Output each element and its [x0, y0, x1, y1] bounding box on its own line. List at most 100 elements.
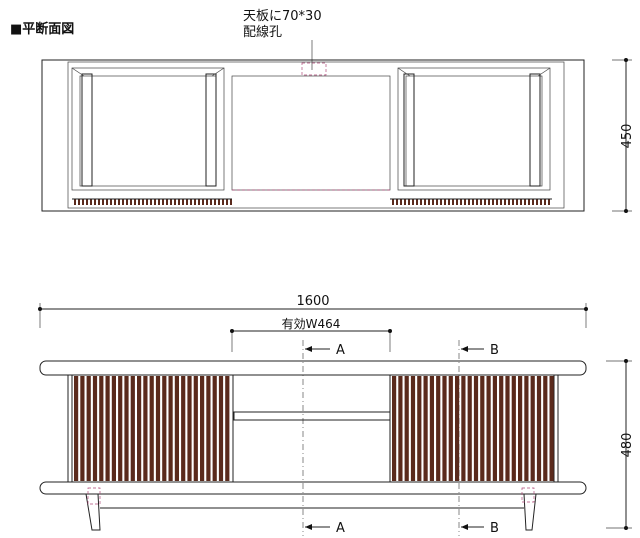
section-b-bottom-arrowhead [461, 524, 468, 530]
plan-slat-tick [118, 199, 120, 205]
slat [130, 376, 135, 481]
slat [530, 376, 535, 481]
plan-slat-tick [396, 199, 398, 205]
plan-slat-tick [496, 199, 498, 205]
plan-right-corner-b [537, 67, 551, 77]
slat [99, 376, 104, 481]
slat [436, 376, 441, 481]
plan-slat-tick [544, 199, 546, 205]
plan-slat-tick [472, 199, 474, 205]
plan-slat-tick [186, 199, 188, 205]
section-a-bottom-label: A [336, 521, 345, 536]
slat [92, 376, 98, 481]
slat [473, 376, 479, 481]
overall-width-dimension: 1600 [38, 294, 588, 328]
slat [187, 376, 192, 481]
plan-slat-tick [416, 199, 418, 205]
plan-slat-tick [436, 199, 438, 205]
plan-slat-tick [190, 199, 192, 205]
plan-slat-tick [456, 199, 458, 205]
plan-slat-tick [548, 199, 550, 205]
plan-slat-tick [226, 199, 228, 205]
annotation-line1: 天板に70*30 [243, 9, 322, 24]
plan-slat-tick [400, 199, 402, 205]
depth-dimension: 450 [612, 58, 635, 213]
slat [549, 376, 554, 481]
height-dimension: 480 [606, 359, 635, 530]
slat [218, 376, 224, 481]
plan-slat-tick [448, 199, 450, 205]
plan-slat-tick [404, 199, 406, 205]
plan-slat-tick [484, 199, 486, 205]
slat [118, 376, 123, 481]
plan-slat-tick [94, 199, 96, 205]
height-dot-top [624, 359, 628, 363]
slat [448, 376, 453, 481]
plan-slat-tick [106, 199, 108, 205]
plan-slat-tick [488, 199, 490, 205]
plan-slat-tick [512, 199, 514, 205]
slat [155, 376, 161, 481]
plan-slat-tick [214, 199, 216, 205]
elevation-top-board [39, 360, 587, 376]
slat [86, 376, 91, 481]
slat [181, 376, 186, 481]
wiring-hole [301, 62, 327, 76]
leg-right-hidden [521, 487, 535, 503]
slat [442, 376, 447, 481]
slat [492, 376, 497, 481]
annotation-line2: 配線孔 [243, 24, 282, 40]
plan-slat-tick [206, 199, 208, 205]
plan-slat-tick [198, 199, 200, 205]
plan-right-cabinet-inner [405, 75, 543, 187]
overall-width-dot-left [38, 307, 42, 311]
plan-slat-tick [480, 199, 482, 205]
plan-slat-tick [492, 199, 494, 205]
slat [410, 376, 416, 481]
plan-slat-tick [452, 199, 454, 205]
plan-slat-tick [146, 199, 148, 205]
plan-slat-tick [98, 199, 100, 205]
slat [423, 376, 428, 481]
slat [511, 376, 516, 481]
plan-slat-tick [500, 199, 502, 205]
plan-slat-tick [230, 199, 232, 205]
plan-slat-tick [110, 199, 112, 205]
plan-slat-tick [86, 199, 88, 205]
slat [143, 376, 148, 481]
plan-slat-tick [516, 199, 518, 205]
slat [417, 376, 422, 481]
plan-slat-tick [476, 199, 478, 205]
plan-right-cabinet [397, 67, 551, 191]
depth-label: 450 [620, 124, 635, 149]
slat [174, 376, 179, 481]
elevation-left-slat-frame [71, 374, 234, 483]
plan-slat-tick [158, 199, 160, 205]
slat [74, 376, 79, 481]
plan-slat-tick [194, 199, 196, 205]
depth-dot-top [624, 58, 628, 62]
plan-right-hinge-a [403, 73, 415, 187]
slat [518, 376, 523, 481]
plan-slat-tick [532, 199, 534, 205]
elevation-slats-left [74, 376, 230, 481]
plan-slat-tick [420, 199, 422, 205]
effective-width-dot-right [388, 329, 392, 333]
slat [225, 376, 230, 481]
slat [536, 376, 542, 481]
plan-inner-frame [67, 61, 565, 209]
slat [137, 376, 142, 481]
plan-slat-tick [134, 199, 136, 205]
depth-dot-bottom [624, 209, 628, 213]
plan-slat-tick [210, 199, 212, 205]
plan-slat-tick [222, 199, 224, 205]
plan-middle-compartment [231, 75, 391, 191]
slat [461, 376, 466, 481]
slat [168, 376, 173, 481]
elevation-middle-shelf [233, 411, 391, 421]
plan-slat-tick [508, 199, 510, 205]
plan-slat-tick [182, 199, 184, 205]
plan-slat-tick [82, 199, 84, 205]
plan-slat-tick [178, 199, 180, 205]
